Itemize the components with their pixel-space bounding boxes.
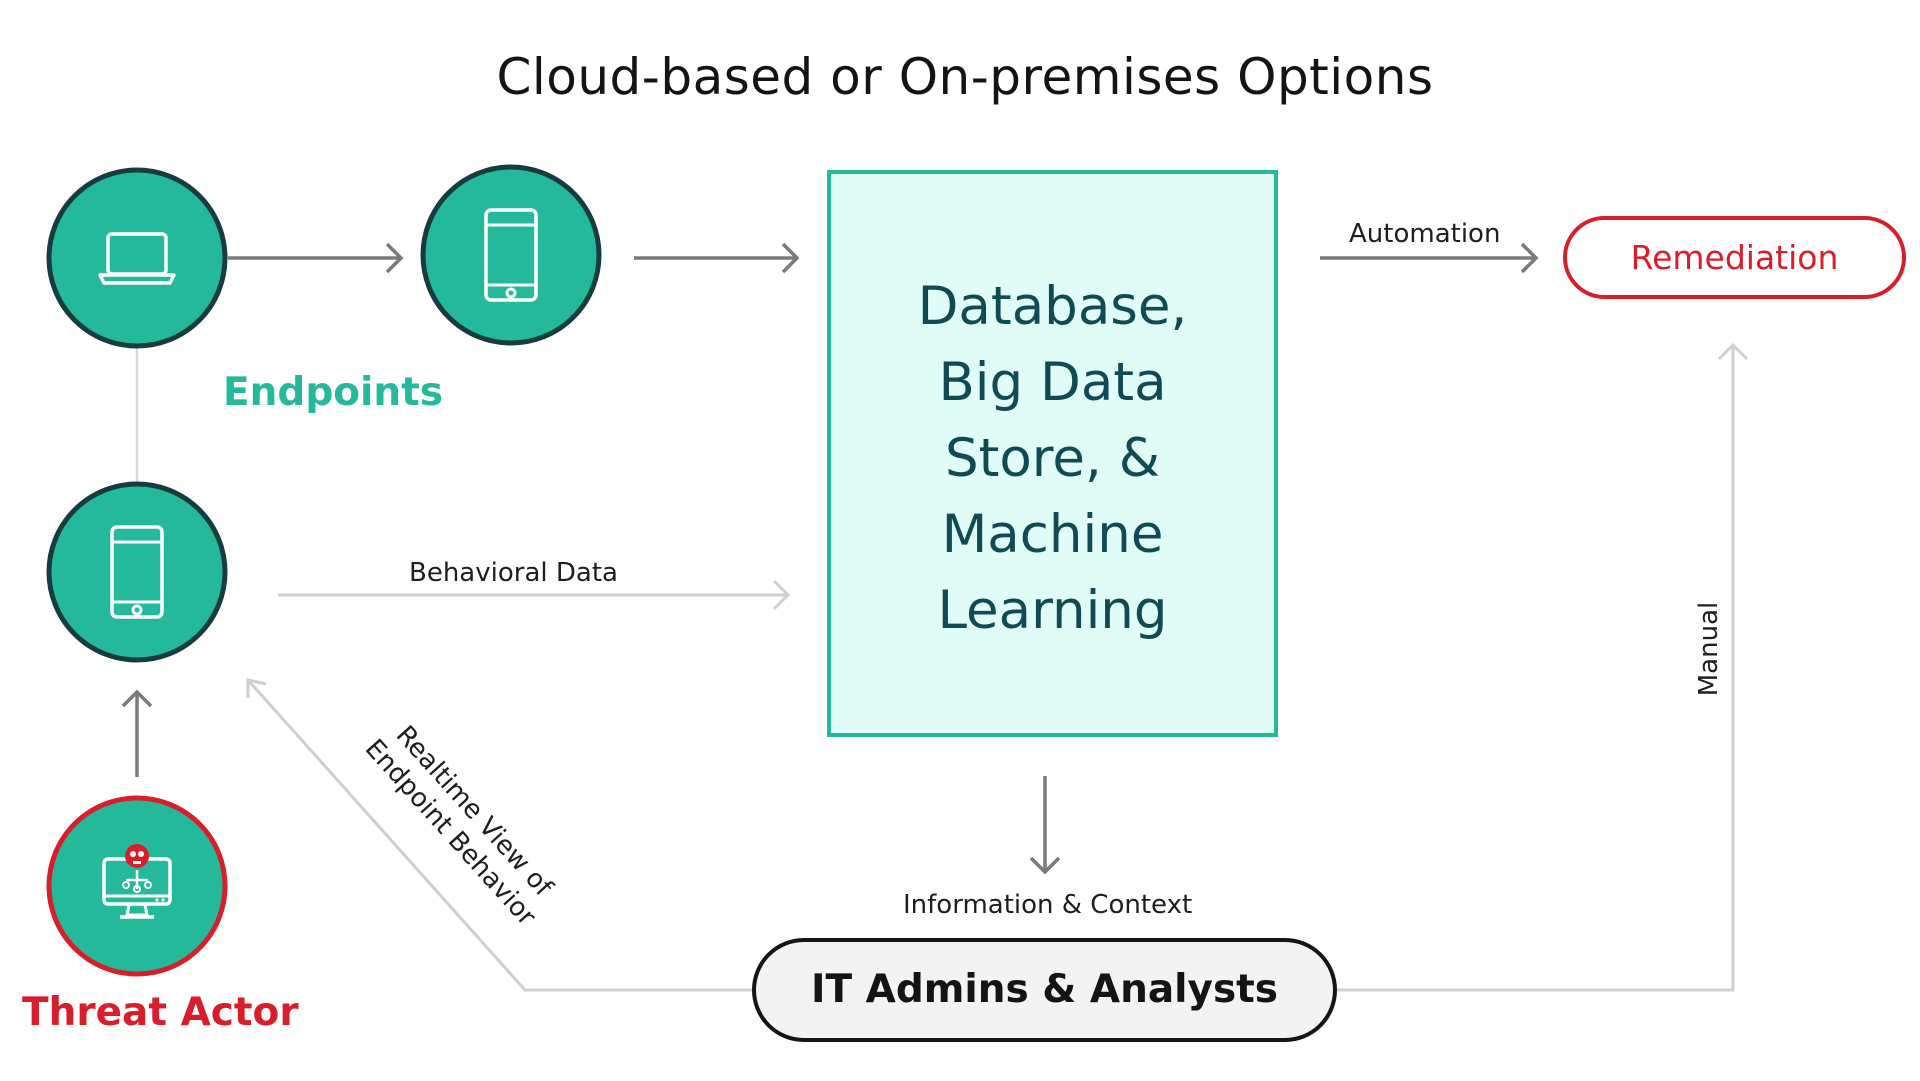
endpoint-phone-top-node [420,164,602,346]
phone-to-core-arrowhead [781,242,800,274]
endpoint-phone-middle-node [46,481,228,663]
it-admins-node: IT Admins & Analysts [752,938,1337,1042]
threat-actor-node [46,795,228,977]
behavioral-data-label: Behavioral Data [409,558,618,588]
infected-computer-icon [102,844,172,919]
behavioral-data-arrowhead [772,579,791,611]
diagram-title: Cloud-based or On-premises Options [496,48,1434,106]
core-to-remediation-arrowhead [1520,242,1539,274]
manual-label: Manual [1694,601,1724,697]
realtime-view-arrowhead [246,678,267,698]
threat-actor-label: Threat Actor [22,990,299,1035]
core-database-box: Database, Big Data Store, & Machine Lear… [827,170,1278,737]
laptop-to-phone-arrowhead [385,242,404,274]
automation-label: Automation [1349,219,1501,249]
manual-line [1337,345,1735,992]
manual-arrowhead [1717,342,1749,361]
realtime-view-line [246,679,752,992]
connectors [121,242,1749,992]
core-database-text: Database, Big Data Store, & Machine Lear… [917,276,1188,641]
endpoint-laptop-node [46,167,228,349]
laptop-icon [98,232,176,285]
endpoints-label: Endpoints [223,370,444,415]
information-context-label: Information & Context [903,890,1193,920]
threat-to-endpoint-arrowhead [121,689,153,708]
remediation-node: Remediation [1563,216,1906,299]
core-to-admins-arrowhead [1029,856,1061,875]
